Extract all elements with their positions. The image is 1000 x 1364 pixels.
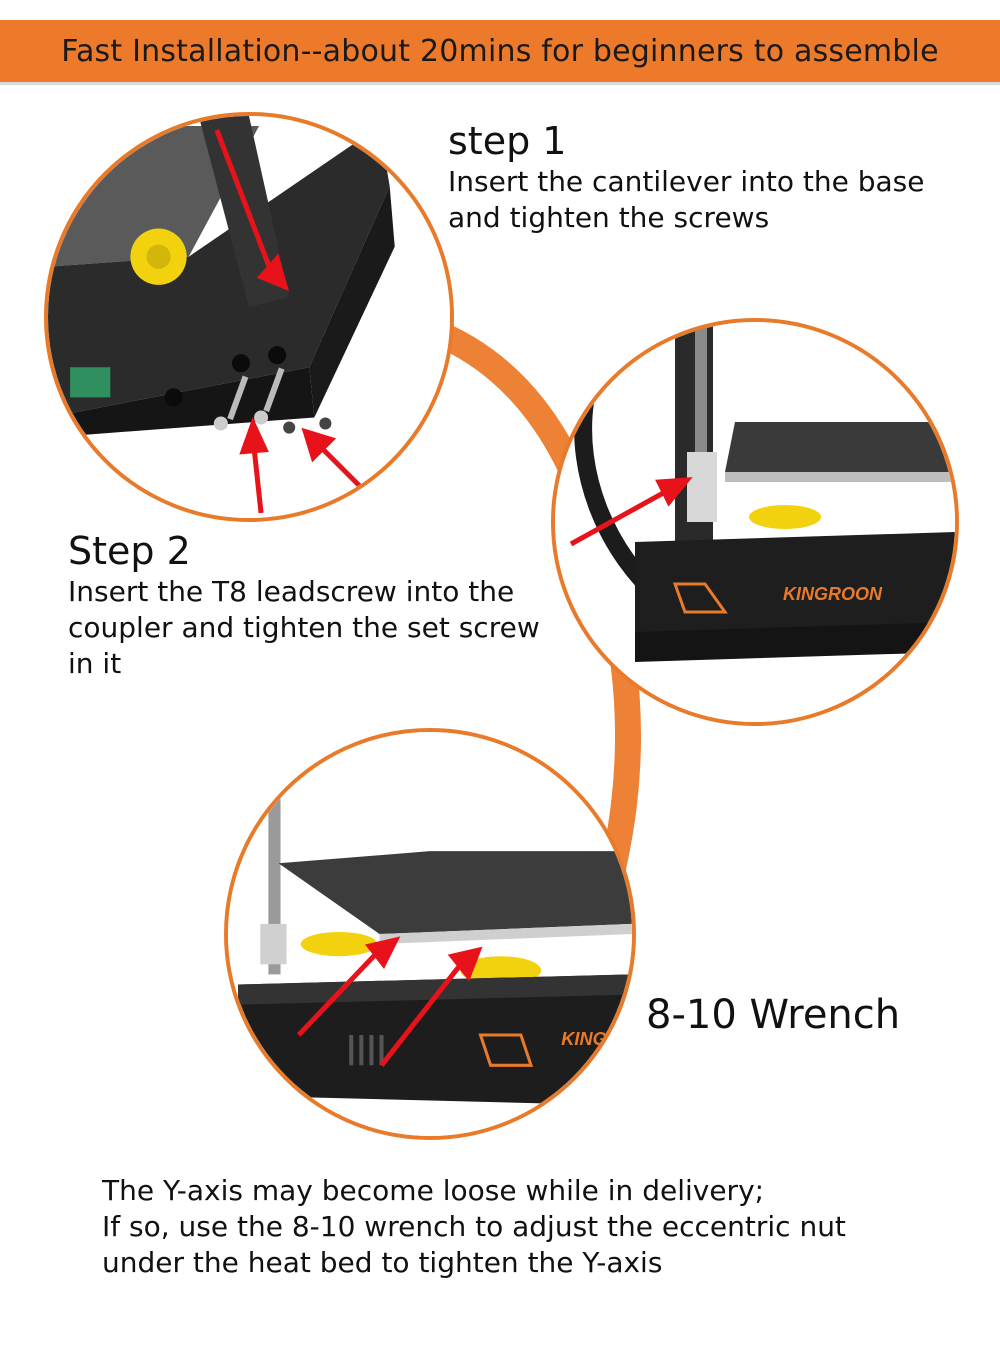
printer-coupler-illustration: KINGROON [555,322,955,722]
step2-photo: KINGROON [551,318,959,726]
arrow-step2 [569,477,693,547]
brand-logo: KINGROON [783,584,883,604]
wrench-label: 8-10 Wrench [646,992,901,1038]
banner-title: Fast Installation--about 20mins for begi… [61,33,939,69]
wrench-photo: KINGROON [224,728,636,1140]
step1-description: Insert the cantilever into the base and … [448,165,925,234]
arrows-step1 [214,129,364,514]
step2-title: Step 2 [68,529,191,573]
step2-description: Insert the T8 leadscrew into the coupler… [68,575,540,680]
step2-text: Step 2 Insert the T8 leadscrew into the … [68,528,540,682]
arrows-wrench [296,936,483,1067]
step1-title: step 1 [448,119,567,163]
printer-base-illustration [48,116,450,518]
step1-photo [44,112,454,522]
y-axis-note: The Y-axis may become loose while in del… [102,1174,846,1279]
printer-bed-illustration: KINGROON [228,732,632,1136]
header-banner: Fast Installation--about 20mins for begi… [0,20,1000,85]
step1-text: step 1 Insert the cantilever into the ba… [448,118,924,236]
